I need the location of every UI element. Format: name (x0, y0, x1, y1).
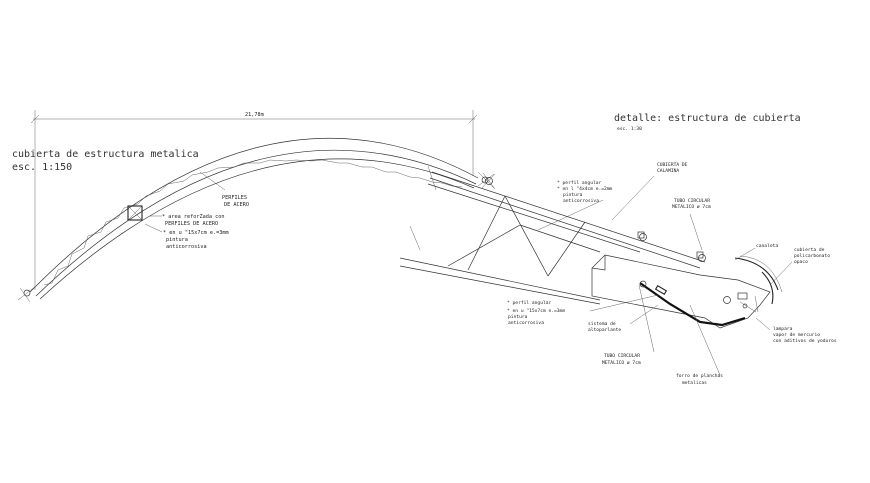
svg-text:anticorrosiva: anticorrosiva (563, 198, 599, 204)
svg-text:DE ACERO: DE ACERO (224, 202, 249, 208)
svg-text:con aditivos de yoduros: con aditivos de yoduros (773, 338, 837, 344)
label-cubierta-calamina: CUBIERTA DE CALAMINA (657, 162, 688, 174)
svg-text:lampara: lampara (773, 326, 793, 332)
svg-text:* perfil angular: * perfil angular (557, 180, 601, 186)
svg-text:CUBIERTA DE: CUBIERTA DE (657, 162, 688, 168)
svg-text:* area reforZada con: * area reforZada con (162, 214, 224, 220)
svg-text:policarbonato: policarbonato (794, 253, 830, 259)
detail-title: detalle: estructura de cubierta (614, 113, 801, 124)
svg-text:pintura: pintura (563, 192, 583, 198)
overview-scale: esc. 1:150 (12, 162, 72, 173)
truss-webs (447, 195, 601, 277)
svg-text:forro de planchas: forro de planchas (676, 373, 723, 379)
svg-text:metalicas: metalicas (682, 380, 707, 386)
label-altoparlante: sistema de altoparlante (588, 321, 621, 333)
svg-text:cubierta de: cubierta de (794, 247, 825, 253)
label-area-reforzada: * area reforZada con PERFILES DE ACERO (162, 214, 224, 227)
support-bracket-top (637, 231, 704, 259)
svg-text:anticorrosiva: anticorrosiva (166, 244, 207, 250)
overall-dimension: 21,78m (30, 110, 478, 290)
arch-truss (17, 137, 495, 303)
svg-text:altoparlante: altoparlante (588, 327, 621, 333)
svg-text:pintura: pintura (166, 237, 188, 243)
svg-text:* en u "15x7cm e.=3mm: * en u "15x7cm e.=3mm (163, 230, 229, 236)
svg-text:* perfil angular: * perfil angular (507, 300, 551, 306)
svg-text:opaco: opaco (794, 260, 808, 265)
label-perfiles: PERFILES DE ACERO (222, 195, 249, 208)
lamp-fixture (737, 292, 759, 313)
label-perfil-bottom: * perfil angular * en u "15x7cm e.=3mm p… (507, 300, 565, 326)
label-canaleta: canaleta (756, 243, 778, 249)
svg-text:pintura: pintura (508, 314, 528, 320)
label-tubo-bottom: TUBO CIRCULAR METALICO ø 7cm (602, 353, 641, 366)
label-policarbonato: cubierta de policarbonato opaco (794, 247, 830, 265)
svg-text:METALICO ø 7cm: METALICO ø 7cm (672, 204, 711, 210)
label-lampara: lampara vapor de mercurio con aditivos d… (773, 326, 837, 344)
box-section (591, 254, 783, 329)
svg-text:TUBO CIRCULAR: TUBO CIRCULAR (674, 198, 710, 204)
svg-text:anticorrosiva: anticorrosiva (508, 320, 544, 326)
overview-drawing: cubierta de estructura metalica esc. 1:1… (12, 110, 495, 303)
label-tubo-top: TUBO CIRCULAR METALICO ø 7cm (672, 198, 711, 210)
detail-end-support (481, 172, 496, 190)
bottom-chord (399, 257, 601, 305)
svg-text:PERFILES: PERFILES (222, 195, 247, 201)
dimension-label: 21,78m (245, 112, 264, 118)
svg-text:* en l "4x4cm e.=2mm: * en l "4x4cm e.=2mm (557, 186, 613, 192)
svg-text:sistema de: sistema de (588, 321, 616, 327)
support-left (17, 285, 37, 303)
top-chord (409, 165, 706, 269)
svg-text:METALICO ø 7cm: METALICO ø 7cm (602, 360, 641, 366)
speaker-bracket (654, 285, 668, 295)
label-en-u-overview: * en u "15x7cm e.=3mm pintura anticorros… (163, 230, 229, 250)
label-perfil-top: * perfil angular * en l "4x4cm e.=2mm pi… (557, 180, 613, 204)
svg-text:PERFILES DE ACERO: PERFILES DE ACERO (165, 221, 218, 227)
detail-leaders (537, 175, 793, 376)
overview-title: cubierta de estructura metalica (12, 149, 199, 160)
svg-text:TUBO CIRCULAR: TUBO CIRCULAR (604, 353, 640, 359)
svg-text:vapor de mercurio: vapor de mercurio (773, 332, 820, 338)
label-forro: forro de planchas metalicas (676, 373, 723, 386)
detail-scale: esc. 1:30 (617, 126, 642, 132)
detail-drawing: detalle: estructura de cubierta esc. 1:3… (399, 113, 837, 386)
svg-text:CALAMINA: CALAMINA (657, 168, 679, 174)
svg-text:* en u "15x7cm e.=3mm: * en u "15x7cm e.=3mm (507, 308, 565, 314)
